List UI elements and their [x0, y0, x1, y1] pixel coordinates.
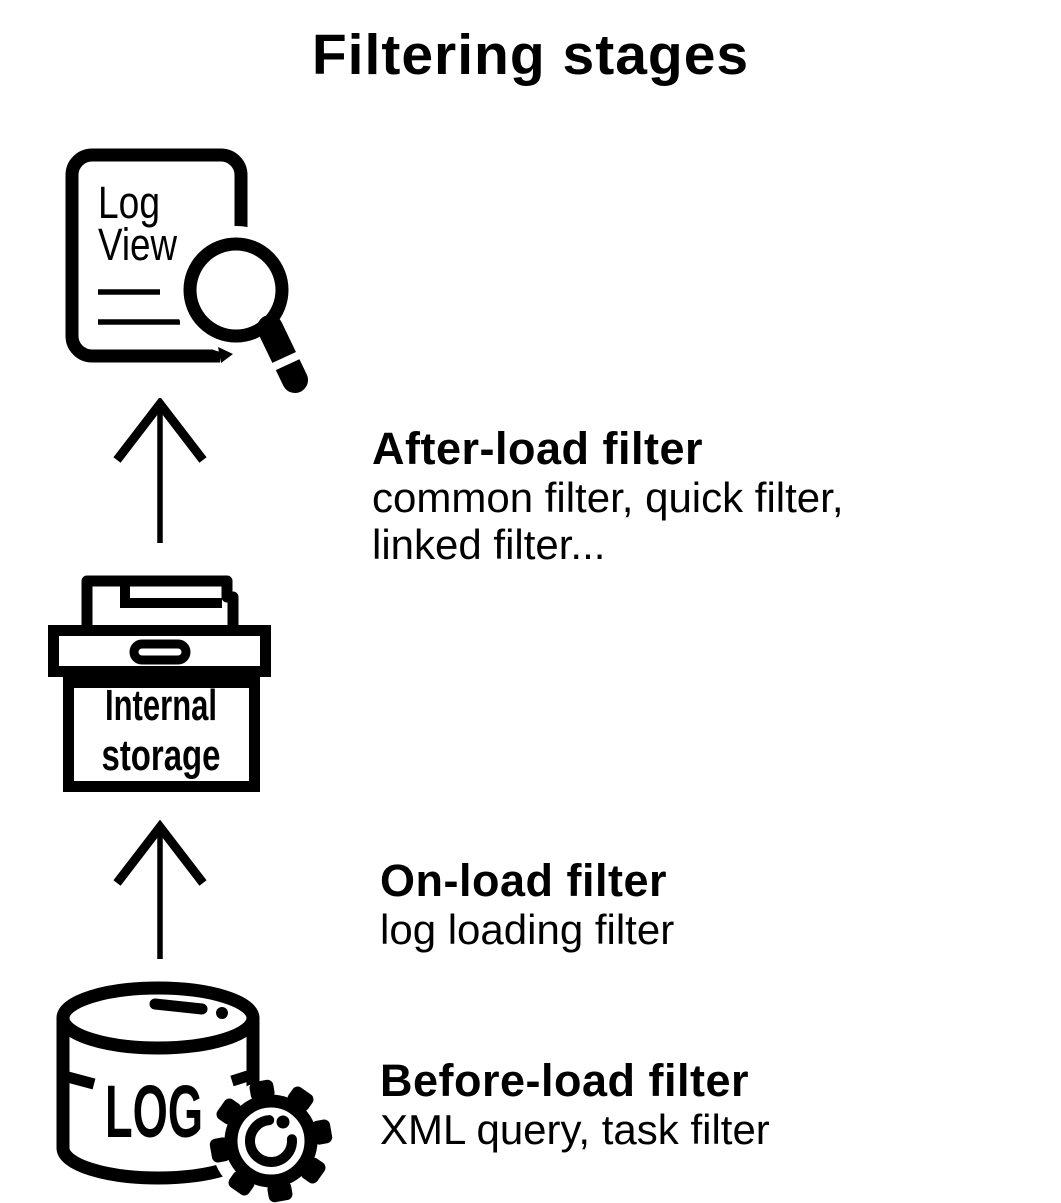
stage-on-load: On-load filter log loading filter — [380, 855, 675, 954]
top-highlight-dot — [216, 1007, 228, 1019]
papers-inner-edge — [120, 583, 222, 608]
log-database-icon: LOG — [56, 981, 333, 1203]
lid-handle-slot — [129, 639, 191, 665]
up-arrow-top — [113, 398, 207, 543]
stage-detail: linked filter... — [372, 521, 606, 568]
gear-ring — [224, 1094, 318, 1188]
gear-inner-arc — [245, 1115, 297, 1168]
stage-detail: log loading filter — [380, 906, 675, 953]
log-view-document-icon: Log View — [65, 148, 308, 393]
document-label-line2: View — [98, 219, 177, 270]
border-notch-triangle — [218, 347, 233, 363]
document-label-line1: Log — [98, 177, 160, 228]
up-arrow-bottom — [113, 820, 207, 959]
disc-edge-right — [230, 1068, 256, 1087]
box-body — [63, 677, 260, 792]
stage-before-load: Before-load filter XML query, task filte… — [380, 1055, 770, 1154]
arrow-head — [113, 398, 207, 463]
box-label-line2: storage — [102, 731, 221, 780]
stage-detail: XML query, task filter — [380, 1106, 770, 1153]
handle-stripe — [271, 351, 301, 371]
box-label-line1: Internal — [105, 681, 217, 730]
disc-edge-left — [62, 1070, 96, 1090]
stage-heading: Before-load filter — [380, 1055, 750, 1106]
database-label: LOG — [105, 1070, 203, 1153]
top-highlight-dash — [149, 998, 208, 1015]
stage-after-load: After-load filter common filter, quick f… — [372, 423, 844, 569]
magnifier-lens — [183, 237, 289, 343]
gear-inner-dot — [276, 1115, 290, 1129]
internal-storage-box-icon: Internal storage — [48, 575, 271, 792]
stage-heading: On-load filter — [380, 855, 667, 906]
stage-heading: After-load filter — [372, 423, 704, 474]
arrow-head — [113, 820, 207, 886]
diagram-title: Filtering stages — [311, 23, 750, 87]
cylinder-top — [56, 981, 260, 1055]
stage-detail: common filter, quick filter, — [372, 474, 844, 521]
magnifier-handle — [257, 315, 308, 393]
